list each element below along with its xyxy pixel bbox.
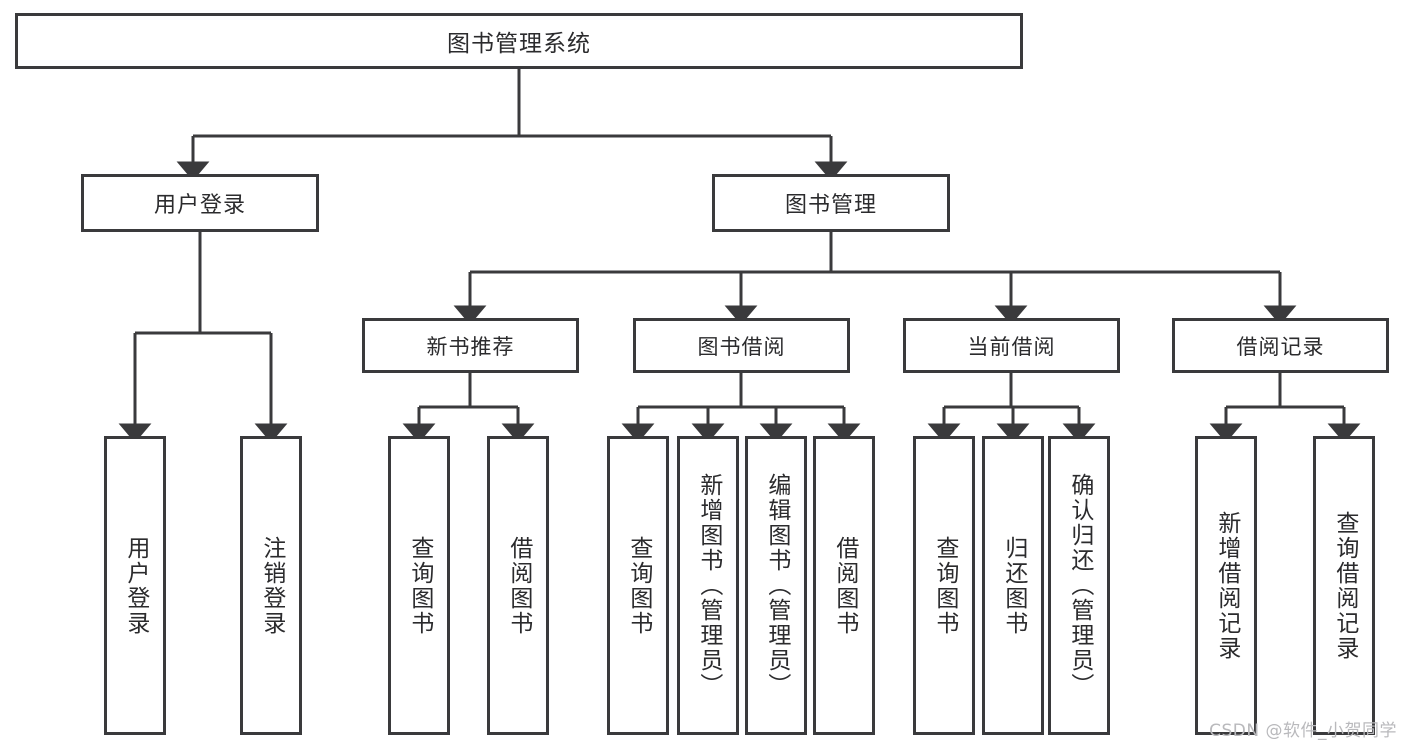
node-label: 图书借阅: [697, 334, 786, 359]
leaf-leaf-logout[interactable]: 注销登录: [240, 436, 302, 735]
leaf-leaf-return-book[interactable]: 归还图书: [982, 436, 1044, 735]
leaf-leaf-add-book[interactable]: 新增图书（管理员）: [677, 436, 739, 735]
leaf-label: 查询图书: [625, 535, 652, 636]
leaf-leaf-query-book-3[interactable]: 查询图书: [913, 436, 975, 735]
leaf-label: 查询借阅记录: [1331, 510, 1358, 661]
leaf-label: 借阅图书: [505, 535, 532, 636]
node-new-book-rec[interactable]: 新书推荐: [362, 318, 579, 373]
leaf-label: 新增借阅记录: [1213, 510, 1240, 661]
leaf-leaf-query-record[interactable]: 查询借阅记录: [1313, 436, 1375, 735]
node-label: 用户登录: [153, 193, 246, 218]
leaf-leaf-borrow-book-2[interactable]: 借阅图书: [813, 436, 875, 735]
leaf-label: 编辑图书（管理员）: [763, 473, 790, 698]
watermark: CSDN @软件_小贺同学: [1209, 721, 1397, 741]
node-root[interactable]: 图书管理系统: [15, 13, 1023, 69]
leaf-leaf-add-record[interactable]: 新增借阅记录: [1195, 436, 1257, 735]
leaf-label: 查询图书: [931, 535, 958, 636]
leaf-label: 确认归还（管理员）: [1066, 473, 1093, 698]
connector-lines: [118, 69, 1361, 443]
leaf-label: 归还图书: [1000, 535, 1027, 636]
leaf-label: 查询图书: [406, 535, 433, 636]
node-label: 图书管理: [784, 193, 877, 218]
node-root-label: 图书管理系统: [447, 31, 591, 57]
leaf-label: 新增图书（管理员）: [695, 473, 722, 698]
leaf-leaf-query-book-2[interactable]: 查询图书: [607, 436, 669, 735]
node-label: 借阅记录: [1236, 334, 1325, 359]
leaf-leaf-user-login[interactable]: 用户登录: [104, 436, 166, 735]
node-borrow-record[interactable]: 借阅记录: [1172, 318, 1389, 373]
node-label: 新书推荐: [426, 334, 515, 359]
leaf-leaf-query-book-1[interactable]: 查询图书: [388, 436, 450, 735]
node-label: 当前借阅: [967, 334, 1056, 359]
leaf-leaf-borrow-book-1[interactable]: 借阅图书: [487, 436, 549, 735]
leaf-leaf-confirm-return[interactable]: 确认归还（管理员）: [1048, 436, 1110, 735]
node-current-borrow[interactable]: 当前借阅: [903, 318, 1120, 373]
leaf-leaf-edit-book[interactable]: 编辑图书（管理员）: [745, 436, 807, 735]
leaf-label: 借阅图书: [831, 535, 858, 636]
node-user-login[interactable]: 用户登录: [81, 174, 319, 232]
node-book-manage[interactable]: 图书管理: [712, 174, 950, 232]
leaf-label: 用户登录: [122, 535, 149, 636]
leaf-label: 注销登录: [258, 535, 285, 636]
node-book-borrow[interactable]: 图书借阅: [633, 318, 850, 373]
